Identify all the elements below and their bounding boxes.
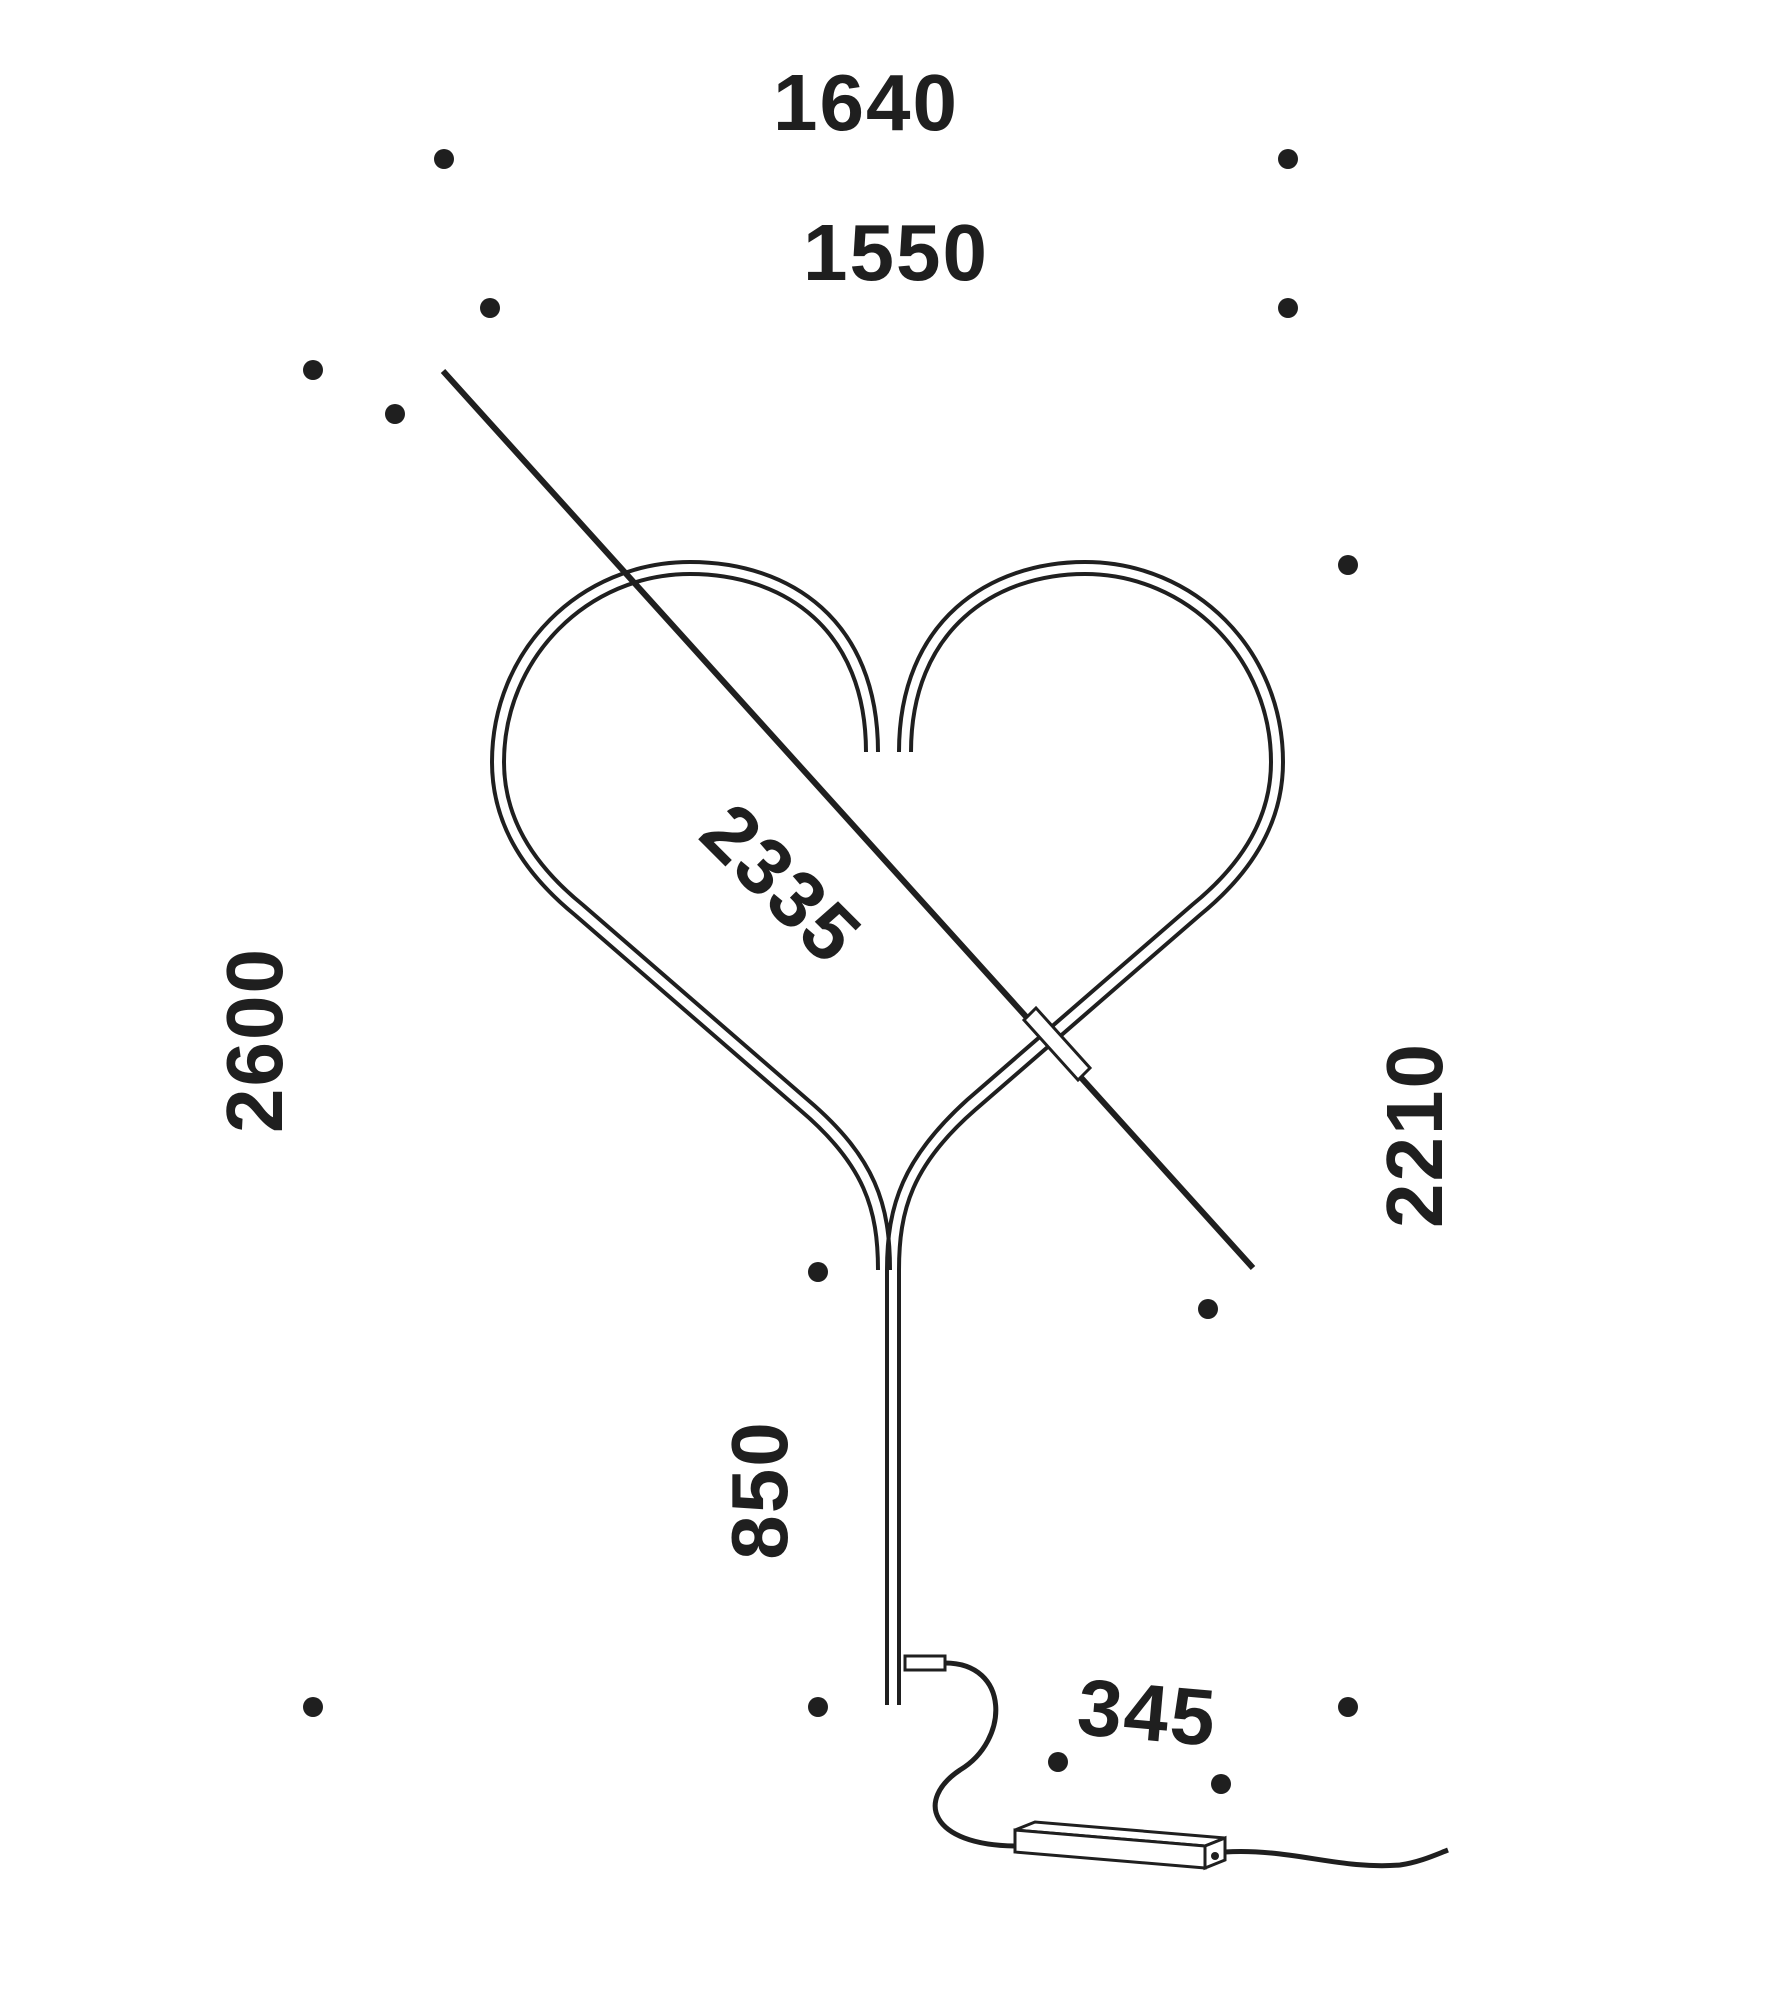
label-driver-width: 345 (1074, 1662, 1221, 1763)
dot-345-left (1048, 1752, 1068, 1772)
dot-345-right (1211, 1774, 1231, 1794)
label-stem-height: 850 (715, 1420, 804, 1559)
dot-2335-top (385, 404, 405, 424)
label-arrow-height: 2210 (1370, 1042, 1459, 1228)
dimension-labels: 1640 1550 2335 2600 2210 850 345 (210, 58, 1459, 1763)
dot-1640-right (1278, 149, 1298, 169)
heart-outline (489, 559, 1286, 1705)
dot-2600-bottom (303, 1697, 323, 1717)
heart-outer-line (489, 559, 1286, 1705)
dot-2210-top (1338, 555, 1358, 575)
dot-1640-left (434, 149, 454, 169)
label-total-height: 2600 (210, 947, 299, 1133)
dot-1550-left (480, 298, 500, 318)
dot-850-bottom (808, 1697, 828, 1717)
arrow-rod (440, 368, 1256, 1271)
label-arrow-length: 2335 (684, 786, 878, 980)
cable-junction (903, 1654, 947, 1672)
cable-to-driver (932, 1660, 1016, 1849)
driver-box (1013, 1820, 1227, 1871)
cable-to-mains (1224, 1847, 1449, 1869)
dot-850-top (808, 1262, 828, 1282)
label-inner-width: 1550 (803, 208, 989, 297)
arrow-rod-line (440, 368, 1256, 1271)
heart-inner-line (501, 571, 1274, 1705)
arrow-connector-sleeve (1021, 1005, 1093, 1083)
dot-1550-right (1278, 298, 1298, 318)
label-outer-width: 1640 (773, 58, 959, 147)
dot-2600-top (303, 360, 323, 380)
driver-box-screw (1211, 1852, 1219, 1860)
dot-2210-bottom (1338, 1697, 1358, 1717)
dimension-dots (303, 149, 1358, 1794)
power-cable (903, 1654, 1449, 1871)
dot-2335-bottom (1198, 1299, 1218, 1319)
